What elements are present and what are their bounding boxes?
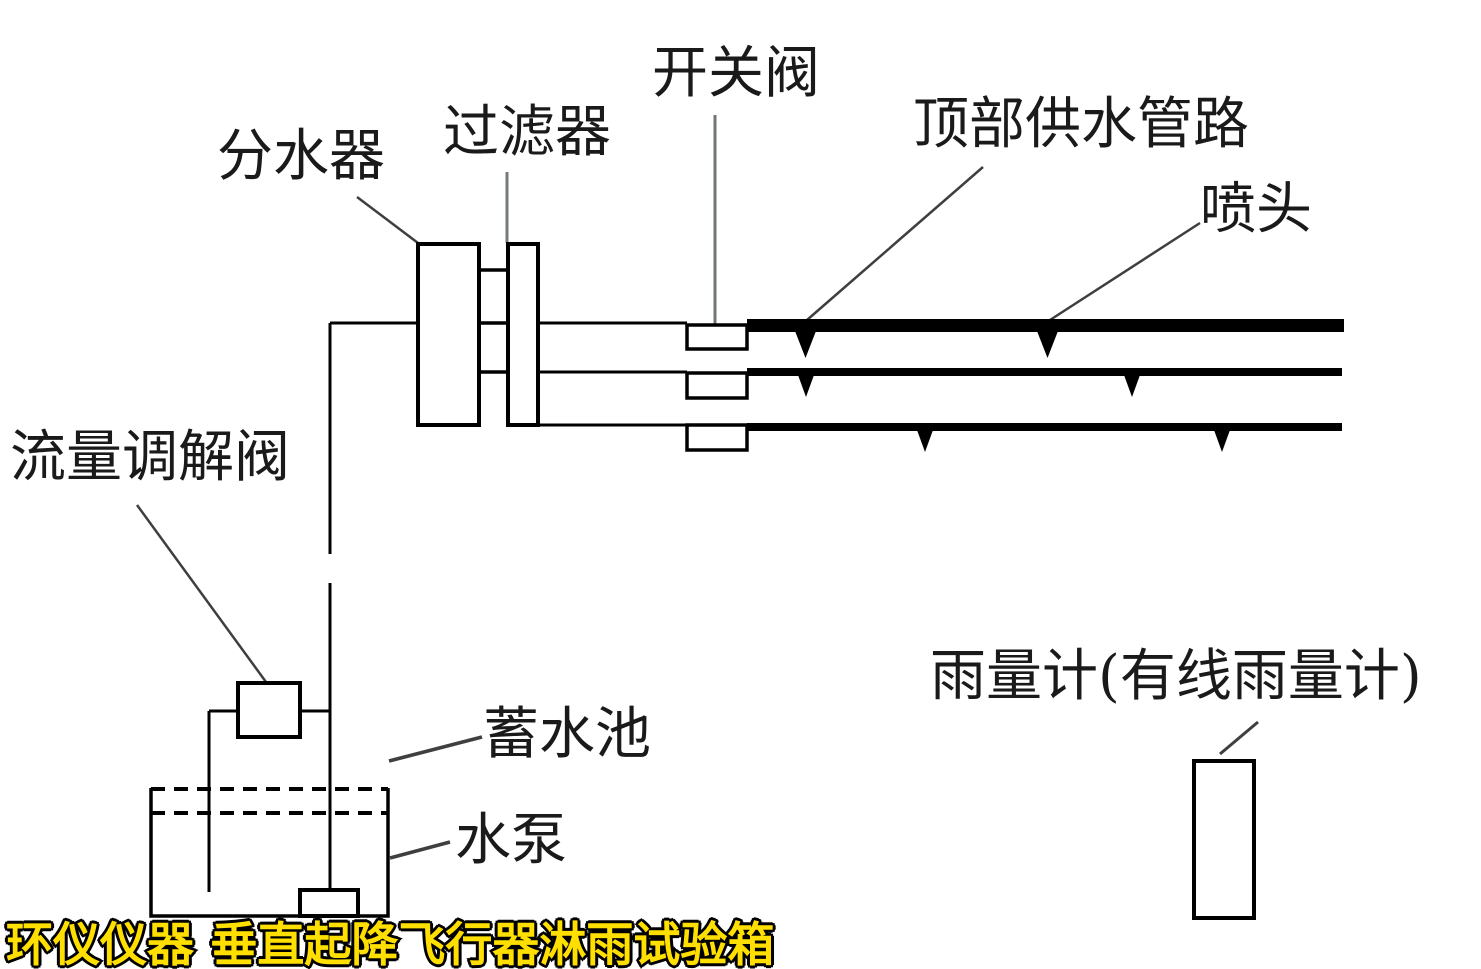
- label-reservoir: 蓄水池: [483, 702, 651, 767]
- supply-pipe-3: [747, 423, 1342, 431]
- nozzle-arrow-p2-b: [1124, 375, 1140, 397]
- leader-water-divider: [356, 196, 419, 244]
- label-flow-regulating-valve: 流量调解阀: [10, 425, 290, 490]
- label-water-pump: 水泵: [455, 808, 567, 873]
- label-switch-valve: 开关阀: [652, 41, 820, 106]
- label-top-supply-pipe: 顶部供水管路: [913, 92, 1249, 157]
- switch-valve-2: [685, 371, 749, 400]
- leader-reservoir: [388, 735, 483, 763]
- flow-regulating-valve-body: [236, 681, 302, 739]
- leader-water-pump: [389, 840, 451, 860]
- rain-gauge-body: [1192, 759, 1256, 920]
- reservoir-tank-outline: [149, 788, 390, 918]
- switch-valve-3: [685, 423, 749, 452]
- label-nozzle: 喷头: [1200, 177, 1312, 242]
- supply-pipe-1: [747, 319, 1344, 332]
- nozzle-arrow-p2-a: [798, 375, 814, 397]
- nozzle-arrow-p3-a: [917, 430, 933, 452]
- leader-top-supply-pipe: [806, 166, 984, 321]
- water-pump-body: [298, 888, 360, 918]
- water-divider-body: [416, 242, 481, 427]
- leader-rain-gauge: [1219, 720, 1259, 756]
- nozzle-arrow-p1-b: [1037, 331, 1058, 358]
- switch-valve-1: [685, 323, 749, 351]
- nozzle-arrow-p1-a: [795, 331, 816, 358]
- leader-nozzle: [1049, 221, 1201, 322]
- leader-flow-regulating-valve: [135, 504, 268, 683]
- filter-body: [506, 242, 540, 427]
- label-rain-gauge: 雨量计(有线雨量计): [930, 644, 1422, 709]
- label-water-divider: 分水器: [217, 124, 385, 189]
- label-filter: 过滤器: [443, 100, 611, 165]
- supply-pipe-2: [747, 368, 1342, 376]
- nozzle-arrow-p3-b: [1214, 430, 1230, 452]
- brand-watermark: 环仪仪器 垂直起降飞行器淋雨试验箱: [4, 916, 776, 969]
